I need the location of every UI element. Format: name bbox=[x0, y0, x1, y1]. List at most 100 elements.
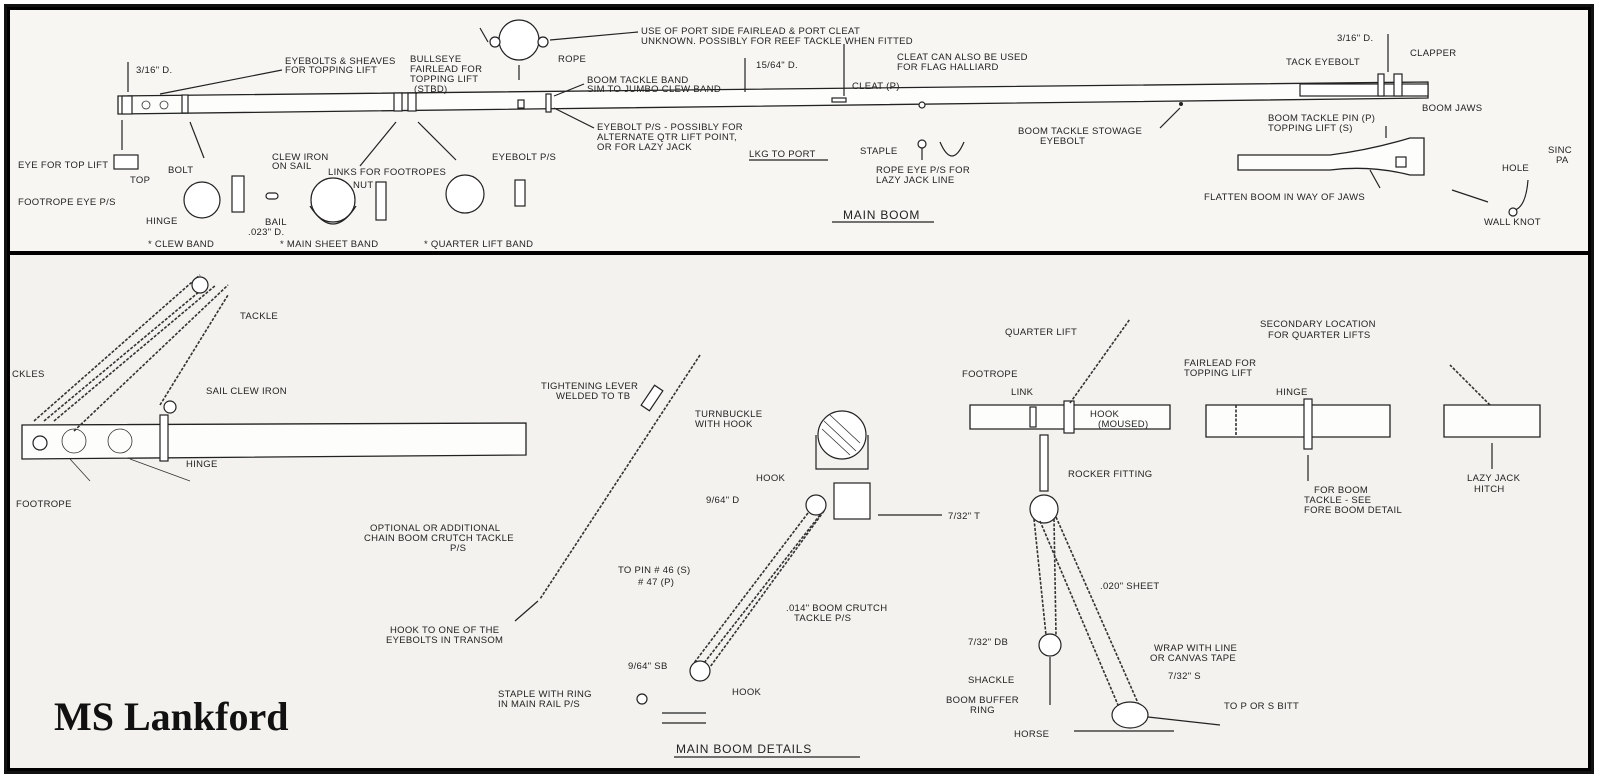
hatching bbox=[821, 414, 861, 456]
label-bullseye-3: TOPPING LIFT bbox=[410, 74, 478, 85]
rocker-fitting bbox=[1039, 434, 1049, 492]
staple-shape bbox=[939, 141, 965, 157]
tackle-rope-4 bbox=[73, 284, 229, 432]
legend-clew-band: * CLEW BAND bbox=[148, 239, 214, 250]
tackle-rope bbox=[33, 274, 201, 422]
label-boom-jaws: BOOM JAWS bbox=[1422, 103, 1482, 114]
dim-15-64: 15/64" D. bbox=[756, 60, 798, 71]
label-fore-3: FORE BOOM DETAIL bbox=[1304, 505, 1402, 516]
label-tightening-2: WELDED TO TB bbox=[556, 391, 630, 402]
label-eyebolt-alt-2: ALTERNATE QTR LIFT POINT, bbox=[597, 132, 737, 143]
main-sheet-band bbox=[393, 92, 403, 112]
clew-band bbox=[121, 95, 133, 115]
label-eyebolt-alt-3: OR FOR LAZY JACK bbox=[597, 142, 692, 153]
watermark: MS Lankford bbox=[54, 694, 289, 739]
label-pin-2: TOPPING LIFT (S) bbox=[1268, 123, 1353, 134]
label-buffer-1: BOOM BUFFER bbox=[946, 695, 1019, 706]
eyebolt-side bbox=[514, 179, 526, 207]
leader bbox=[549, 31, 639, 41]
label-fore-2: TACKLE - SEE bbox=[1304, 495, 1371, 506]
main-sheet-band-section bbox=[310, 177, 356, 223]
turnbuckle bbox=[640, 384, 664, 412]
boom-tackle-band bbox=[545, 93, 552, 113]
sheave-3 bbox=[107, 428, 133, 454]
label-rope-eye-1: ROPE EYE P/S FOR bbox=[876, 165, 970, 176]
label-tackle: TACKLE bbox=[240, 311, 278, 322]
main-boom-details-drawing: TACKLE CKLES SAIL CLEW IRON HINGE FOOTRO… bbox=[12, 274, 1541, 758]
label-stowage-2: EYEBOLT bbox=[1040, 136, 1085, 147]
label-fairlead-1: FAIRLEAD FOR bbox=[1184, 358, 1256, 369]
clapper bbox=[1377, 73, 1385, 97]
title-main-boom-details: MAIN BOOM DETAILS bbox=[676, 742, 812, 756]
label-footrope-eye: FOOTROPE EYE P/S bbox=[18, 197, 116, 208]
sheet-block-top bbox=[1029, 494, 1059, 524]
label-bail: BAIL bbox=[265, 217, 287, 228]
main-boom-panel: 3/16" D. EYEBOLTS & SHEAVES FOR TOPPING … bbox=[10, 10, 1588, 251]
flattened-jaws-detail bbox=[1237, 137, 1425, 176]
crutch-yoke bbox=[815, 435, 869, 470]
label-cleat-p: CLEAT (P) bbox=[852, 81, 900, 92]
label-bail-diameter: .023" D. bbox=[248, 227, 284, 238]
tackle-rope-5 bbox=[159, 294, 229, 406]
label-crutch-1: .014" BOOM CRUTCH bbox=[786, 603, 887, 614]
label-to-pin-2: # 47 (P) bbox=[638, 577, 674, 588]
fairlead-boom-detail bbox=[1205, 404, 1391, 438]
label-rope-eye-2: LAZY JACK LINE bbox=[876, 175, 954, 186]
label-rocker-fitting: ROCKER FITTING bbox=[1068, 469, 1152, 480]
bullseye-fairlead bbox=[498, 19, 540, 61]
label-use-port-2: UNKNOWN. POSSIBLY FOR REEF TACKLE WHEN F… bbox=[641, 36, 913, 47]
crutch-block-bottom bbox=[689, 660, 711, 682]
label-flatten: FLATTEN BOOM IN WAY OF JAWS bbox=[1204, 192, 1365, 203]
label-staple: STAPLE bbox=[860, 146, 898, 157]
label-fairlead-2: TOPPING LIFT bbox=[1184, 368, 1252, 379]
label-hook-transom-2: EYEBOLTS IN TRANSOM bbox=[386, 635, 503, 646]
link bbox=[265, 192, 279, 200]
tackle-block bbox=[191, 276, 209, 294]
label-cleat-flag-2: FOR FLAG HALLIARD bbox=[897, 62, 999, 73]
label-hole: HOLE bbox=[1502, 163, 1529, 174]
main-boom-spar bbox=[117, 81, 1429, 115]
label-wrap-2: OR CANVAS TAPE bbox=[1150, 653, 1236, 664]
hook-fitting bbox=[1063, 400, 1075, 434]
staple-ring bbox=[636, 693, 648, 705]
label-hinge: HINGE bbox=[146, 216, 178, 227]
label-hook-transom-1: HOOK TO ONE OF THE bbox=[390, 625, 499, 636]
label-link: LINK bbox=[1011, 387, 1034, 398]
main-sheet-band-2 bbox=[407, 92, 417, 112]
crutch-block-top bbox=[805, 494, 827, 516]
hinge-fitting bbox=[1303, 398, 1313, 450]
label-footrope-2: FOOTROPE bbox=[962, 369, 1018, 380]
arrow bbox=[1451, 189, 1489, 203]
wall-knot-line bbox=[1514, 179, 1529, 211]
label-on-sail: ON SAIL bbox=[272, 161, 312, 172]
label-to-pin-1: TO PIN # 46 (S) bbox=[618, 565, 690, 576]
label-ckles: CKLES bbox=[12, 369, 45, 380]
label-crutch-2: TACKLE P/S bbox=[794, 613, 851, 624]
label-rope: ROPE bbox=[558, 54, 586, 65]
label-fore-1: FOR BOOM bbox=[1314, 485, 1368, 496]
tackle-rope-3 bbox=[53, 284, 217, 422]
sheave bbox=[141, 100, 151, 110]
wall-knot bbox=[1508, 207, 1518, 217]
footrope-line bbox=[69, 458, 91, 482]
label-nut: NUT bbox=[353, 180, 373, 191]
boom-crutch-section bbox=[817, 410, 867, 460]
quarter-lift-band-section bbox=[445, 174, 485, 214]
bullseye-eye-right bbox=[537, 36, 549, 48]
label-for-topping-lift: FOR TOPPING LIFT bbox=[285, 65, 377, 76]
label-bullseye-4: (STBD) bbox=[414, 84, 447, 95]
footrope-band bbox=[1029, 406, 1037, 428]
label-bullseye-2: FAIRLEAD FOR bbox=[410, 64, 482, 75]
band-side-view bbox=[375, 181, 387, 221]
sheave-2 bbox=[159, 100, 169, 110]
label-bolt: BOLT bbox=[168, 165, 193, 176]
label-hook: HOOK bbox=[756, 473, 786, 484]
label-9-64-sb: 9/64" SB bbox=[628, 661, 668, 672]
label-staple-ring-1: STAPLE WITH RING bbox=[498, 689, 592, 700]
leader bbox=[159, 69, 283, 95]
main-boom-details-panel: TACKLE CKLES SAIL CLEW IRON HINGE FOOTRO… bbox=[10, 255, 1588, 768]
label-lazy-jack: LAZY JACK bbox=[1467, 473, 1521, 484]
label-lkg-to-port: LKG TO PORT bbox=[749, 149, 816, 160]
label-top: TOP bbox=[130, 175, 150, 186]
crutch-base bbox=[833, 482, 871, 520]
